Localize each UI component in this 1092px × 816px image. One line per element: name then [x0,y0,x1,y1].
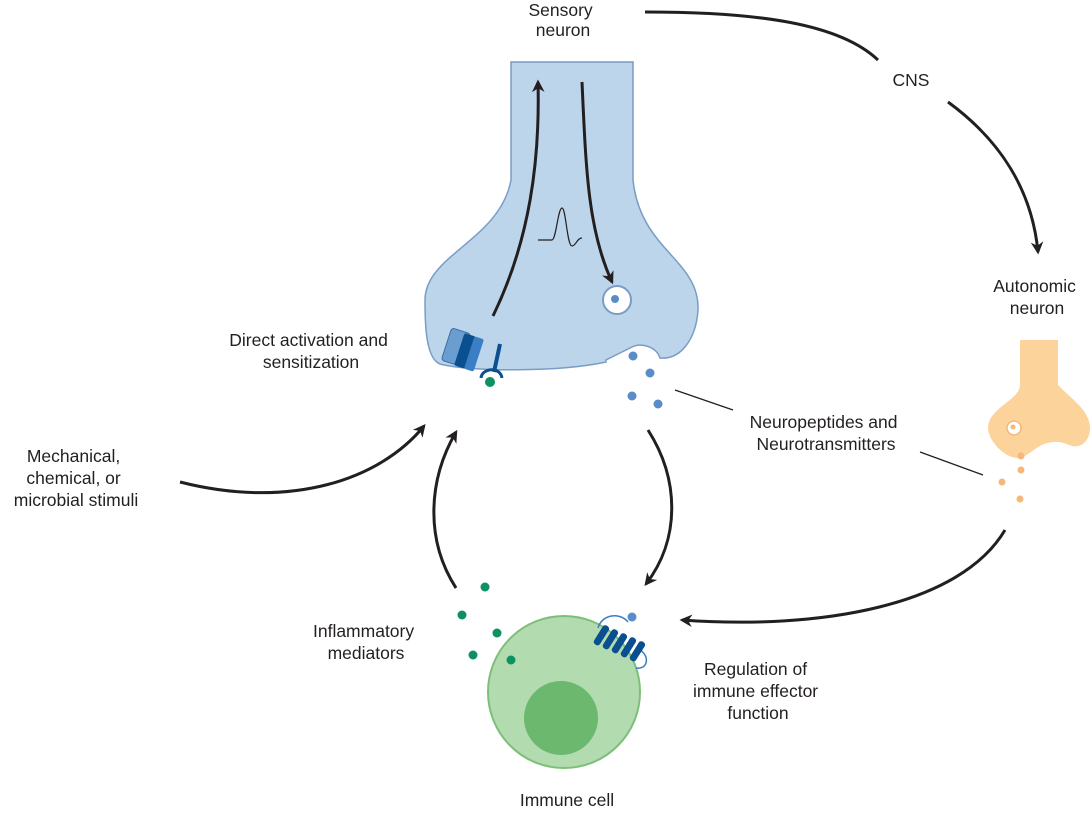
label-regulation: Regulation of immune effector function [693,659,823,723]
receptor [479,343,504,387]
leader-line-neuropeptides [674,389,734,411]
label-inflammatory-mediators: Inflammatory mediators [313,621,419,663]
autonomic-neuron-terminal [988,340,1090,458]
arrow-neuropeptides-down [644,429,674,586]
label-immune-cell: Immune cell [520,790,614,810]
arrow-mediators-up [432,429,458,589]
inflammatory-mediator-dots [457,582,516,665]
label-sensory-neuron: Sensory neuron [528,0,597,40]
arrow-sensory-to-cns [644,10,880,62]
label-cns: CNS [893,70,930,90]
arrow-afferent-up [491,79,545,317]
gpcr-receptor [593,612,648,669]
immune-cell-nucleus [524,681,598,755]
vesicle-content-dot [611,295,619,303]
sensory-neuron-terminal [424,61,699,371]
arrow-autonomic-to-immune [679,529,1007,628]
arrow-cns-to-autonomic [947,100,1044,255]
neuropeptide-dots [627,351,663,409]
arrow-stimuli [179,424,426,495]
label-direct-activation: Direct activation and sensitization [229,330,392,372]
action-potential-trace [538,207,583,247]
leader-line-neurotransmitters [919,451,984,476]
autonomic-vesicle-dot [1010,424,1016,430]
label-autonomic-neuron: Autonomic neuron [993,276,1081,318]
autonomic-transmitter-dots [998,452,1025,503]
label-neuropeptides: Neuropeptides and Neurotransmitters [750,412,903,454]
arrow-efferent-down [580,81,614,285]
label-stimuli: Mechanical, chemical, or microbial stimu… [14,446,138,510]
ion-channel [441,328,484,372]
